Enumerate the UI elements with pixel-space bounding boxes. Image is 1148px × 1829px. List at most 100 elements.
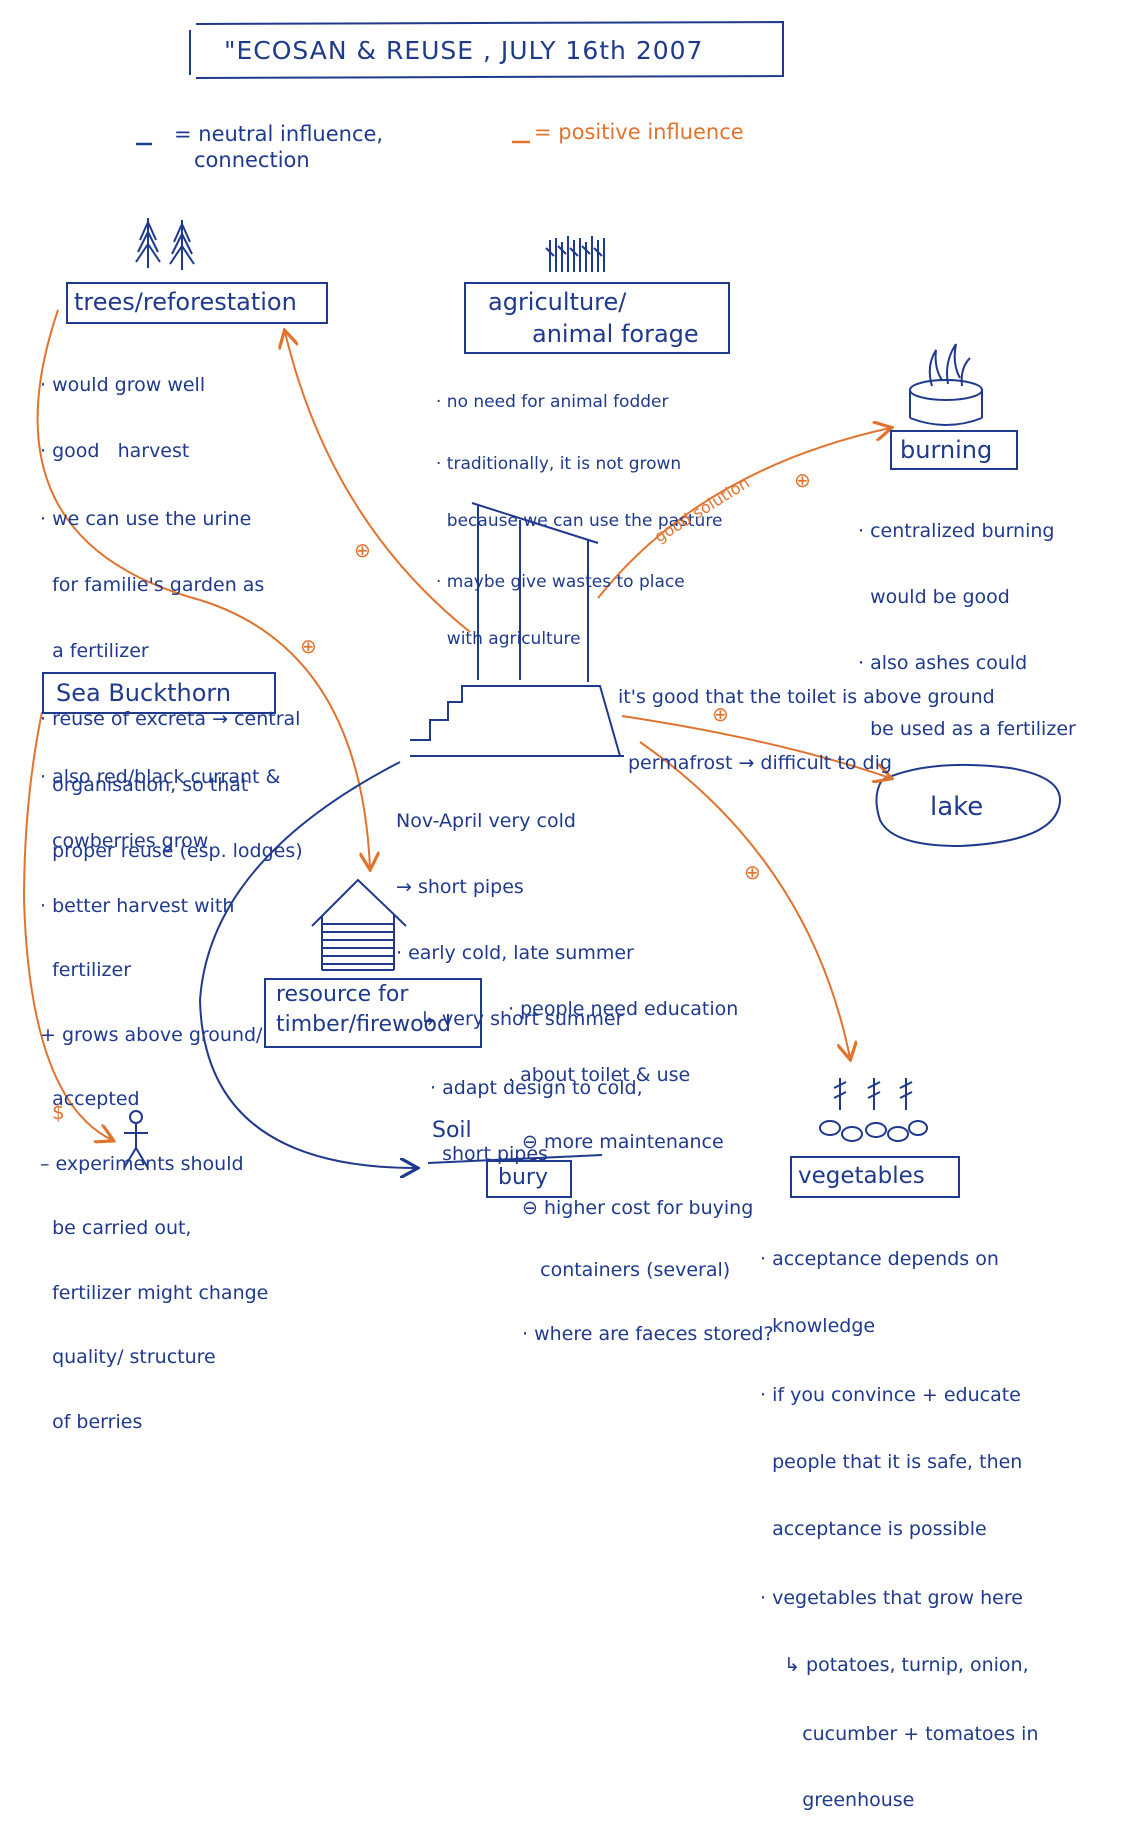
burning-note-line: · centralized burning: [858, 520, 1055, 542]
plus-marker-resource: ⊕: [300, 634, 317, 658]
agriculture-note-line: · maybe give wastes to place: [436, 572, 685, 592]
toilet-note-line: · adapt design to cold,: [430, 1077, 643, 1099]
arrow-toilet-to-lake: [621, 715, 890, 778]
trees-note-line: · good harvest: [40, 440, 190, 462]
arrow-buckthorn-to-person: [22, 711, 112, 1140]
sea-buckthorn-note-line: fertilizer: [40, 959, 132, 981]
plus-marker-vegetables: ⊕: [744, 860, 761, 884]
trees-notes: · would grow well · good harvest · we ca…: [40, 338, 303, 880]
toilet-note-line: short pipes: [430, 1143, 548, 1165]
vegetables-note-line: ↳ potatoes, turnip, onion,: [772, 1654, 1029, 1676]
plus-marker-burning: ⊕: [794, 468, 811, 492]
agriculture-note-line: · no need for animal fodder: [436, 392, 669, 412]
toilet-note-line: Nov-April very cold: [396, 810, 576, 832]
vegetables-note-line: · vegetables that grow here: [760, 1587, 1023, 1609]
trees-note-line: proper reuse (esp. lodges): [40, 840, 303, 862]
resource-label-1: resource for: [276, 982, 409, 1007]
sea-buckthorn-note-line: + grows above ground/: [40, 1024, 263, 1046]
sea-buckthorn-note-line: be carried out,: [40, 1217, 192, 1239]
sea-buckthorn-node: Sea Buckthorn: [42, 672, 276, 714]
vegetables-note-line: cucumber + tomatoes in: [772, 1723, 1039, 1745]
trees-label: trees/reforestation: [74, 288, 297, 316]
sea-buckthorn-note-line: quality/ structure: [40, 1346, 216, 1368]
education-note-line: containers (several): [522, 1259, 731, 1281]
sea-buckthorn-notes: · also red/black currant & cowberries gr…: [40, 730, 280, 1451]
person-icon: [123, 1110, 149, 1169]
bury-label: bury: [498, 1165, 548, 1190]
burning-note-line: would be good: [858, 586, 1010, 608]
trees-note-line: for familie's garden as: [40, 574, 265, 596]
toilet-building-drawing: [410, 502, 624, 757]
vegetables-note-line: greenhouse: [772, 1789, 915, 1811]
trees-note-line: · reuse of excreta → central: [40, 708, 301, 730]
burning-label: burning: [900, 436, 993, 464]
burning-notes: · centralized burning would be good · al…: [858, 484, 1076, 758]
trees-icon: [135, 218, 195, 270]
burning-note-line: · also ashes could: [858, 652, 1028, 674]
vegetables-note-line: · acceptance depends on: [760, 1248, 999, 1270]
page-title: "ECOSAN & REUSE , JULY 16th 2007: [224, 36, 704, 65]
vegetables-notes: · acceptance depends on knowledge · if y…: [760, 1212, 1039, 1829]
education-note-line: · people need education: [508, 998, 739, 1020]
above-ground-note-line: permafrost → difficult to dig: [628, 752, 892, 774]
grass-icon: [545, 236, 605, 272]
soil-line: [427, 1154, 603, 1164]
vegetables-note-line: · if you convince + educate: [760, 1384, 1021, 1406]
soil-label: Soil: [432, 1118, 472, 1143]
dollar-marker: $: [52, 1100, 65, 1124]
legend-neutral-text: = neutral influence,: [174, 122, 384, 146]
resource-label-2: timber/firewood: [276, 1012, 451, 1037]
ecosan-diagram-sheet: { "title": "\"ECOSAN & REUSE , JULY 16th…: [22, 20, 1076, 1810]
arrow-toilet-to-trees: [285, 332, 471, 633]
education-note-line: ⊖ more maintenance: [522, 1131, 724, 1153]
arrow-toilet-to-vegetables: [639, 741, 850, 1058]
above-ground-note-line: it's good that the toilet is above groun…: [618, 686, 995, 708]
resource-node: resource for timber/firewood: [264, 978, 482, 1048]
vegetables-label: vegetables: [798, 1163, 925, 1189]
trees-note-line: organisation, so that: [40, 774, 249, 796]
plus-marker-trees: ⊕: [354, 538, 371, 562]
legend-positive-text: = positive influence: [534, 120, 744, 144]
lake-label: lake: [930, 792, 984, 822]
sea-buckthorn-note-line: fertilizer might change: [40, 1282, 269, 1304]
legend-neutral-text-2: connection: [194, 148, 310, 172]
agriculture-note-line: because we can use the pasture: [436, 511, 723, 531]
trees-node: trees/reforestation: [66, 282, 328, 324]
above-ground-notes: it's good that the toilet is above groun…: [618, 650, 995, 792]
toilet-notes: Nov-April very cold → short pipes · earl…: [396, 774, 643, 1183]
title-frame: [189, 20, 784, 79]
trees-note-line: a fertilizer: [40, 640, 149, 662]
lake-outline: [875, 763, 1061, 848]
toilet-note-line: → short pipes: [396, 876, 524, 898]
shed-icon: [311, 878, 407, 971]
arrow-toilet-to-burning: [597, 428, 890, 599]
education-note-line: · where are faeces stored?: [522, 1323, 774, 1345]
vegetables-icon: [819, 1078, 928, 1142]
sea-buckthorn-note-line: – experiments should: [40, 1153, 244, 1175]
vegetables-note-line: acceptance is possible: [760, 1518, 987, 1540]
vegetables-note-line: knowledge: [760, 1315, 876, 1337]
sea-buckthorn-note-line: accepted: [40, 1088, 140, 1110]
sea-buckthorn-label: Sea Buckthorn: [56, 679, 232, 707]
sea-buckthorn-note-line: · also red/black currant &: [40, 766, 281, 788]
burning-node: burning: [890, 430, 1018, 470]
fire-icon: [909, 343, 983, 426]
agriculture-node: agriculture/ animal forage: [464, 282, 730, 354]
vegetables-node: vegetables: [790, 1156, 960, 1198]
burning-note-line: be used as a fertilizer: [858, 718, 1076, 740]
plus-marker-lake: ⊕: [712, 702, 729, 726]
toilet-note-line: · early cold, late summer: [396, 942, 634, 964]
sea-buckthorn-note-line: of berries: [40, 1411, 143, 1433]
agriculture-notes: · no need for animal fodder · traditiona…: [436, 360, 722, 665]
education-note-line: . about toilet & use: [508, 1064, 691, 1086]
trees-note-line: · we can use the urine: [40, 508, 252, 530]
sea-buckthorn-note-line: cowberries grow: [40, 830, 209, 852]
agriculture-label-1: agriculture/: [488, 288, 627, 316]
connector-lines: [22, 20, 1061, 1524]
arrow-trees-to-resource: [36, 309, 370, 868]
vegetables-note-line: people that it is safe, then: [760, 1451, 1023, 1473]
trees-note-line: · would grow well: [40, 374, 206, 396]
education-note-line: ⊖ higher cost for buying: [522, 1197, 754, 1219]
bury-node: bury: [486, 1160, 572, 1198]
agriculture-note-line: · traditionally, it is not grown: [436, 454, 682, 474]
